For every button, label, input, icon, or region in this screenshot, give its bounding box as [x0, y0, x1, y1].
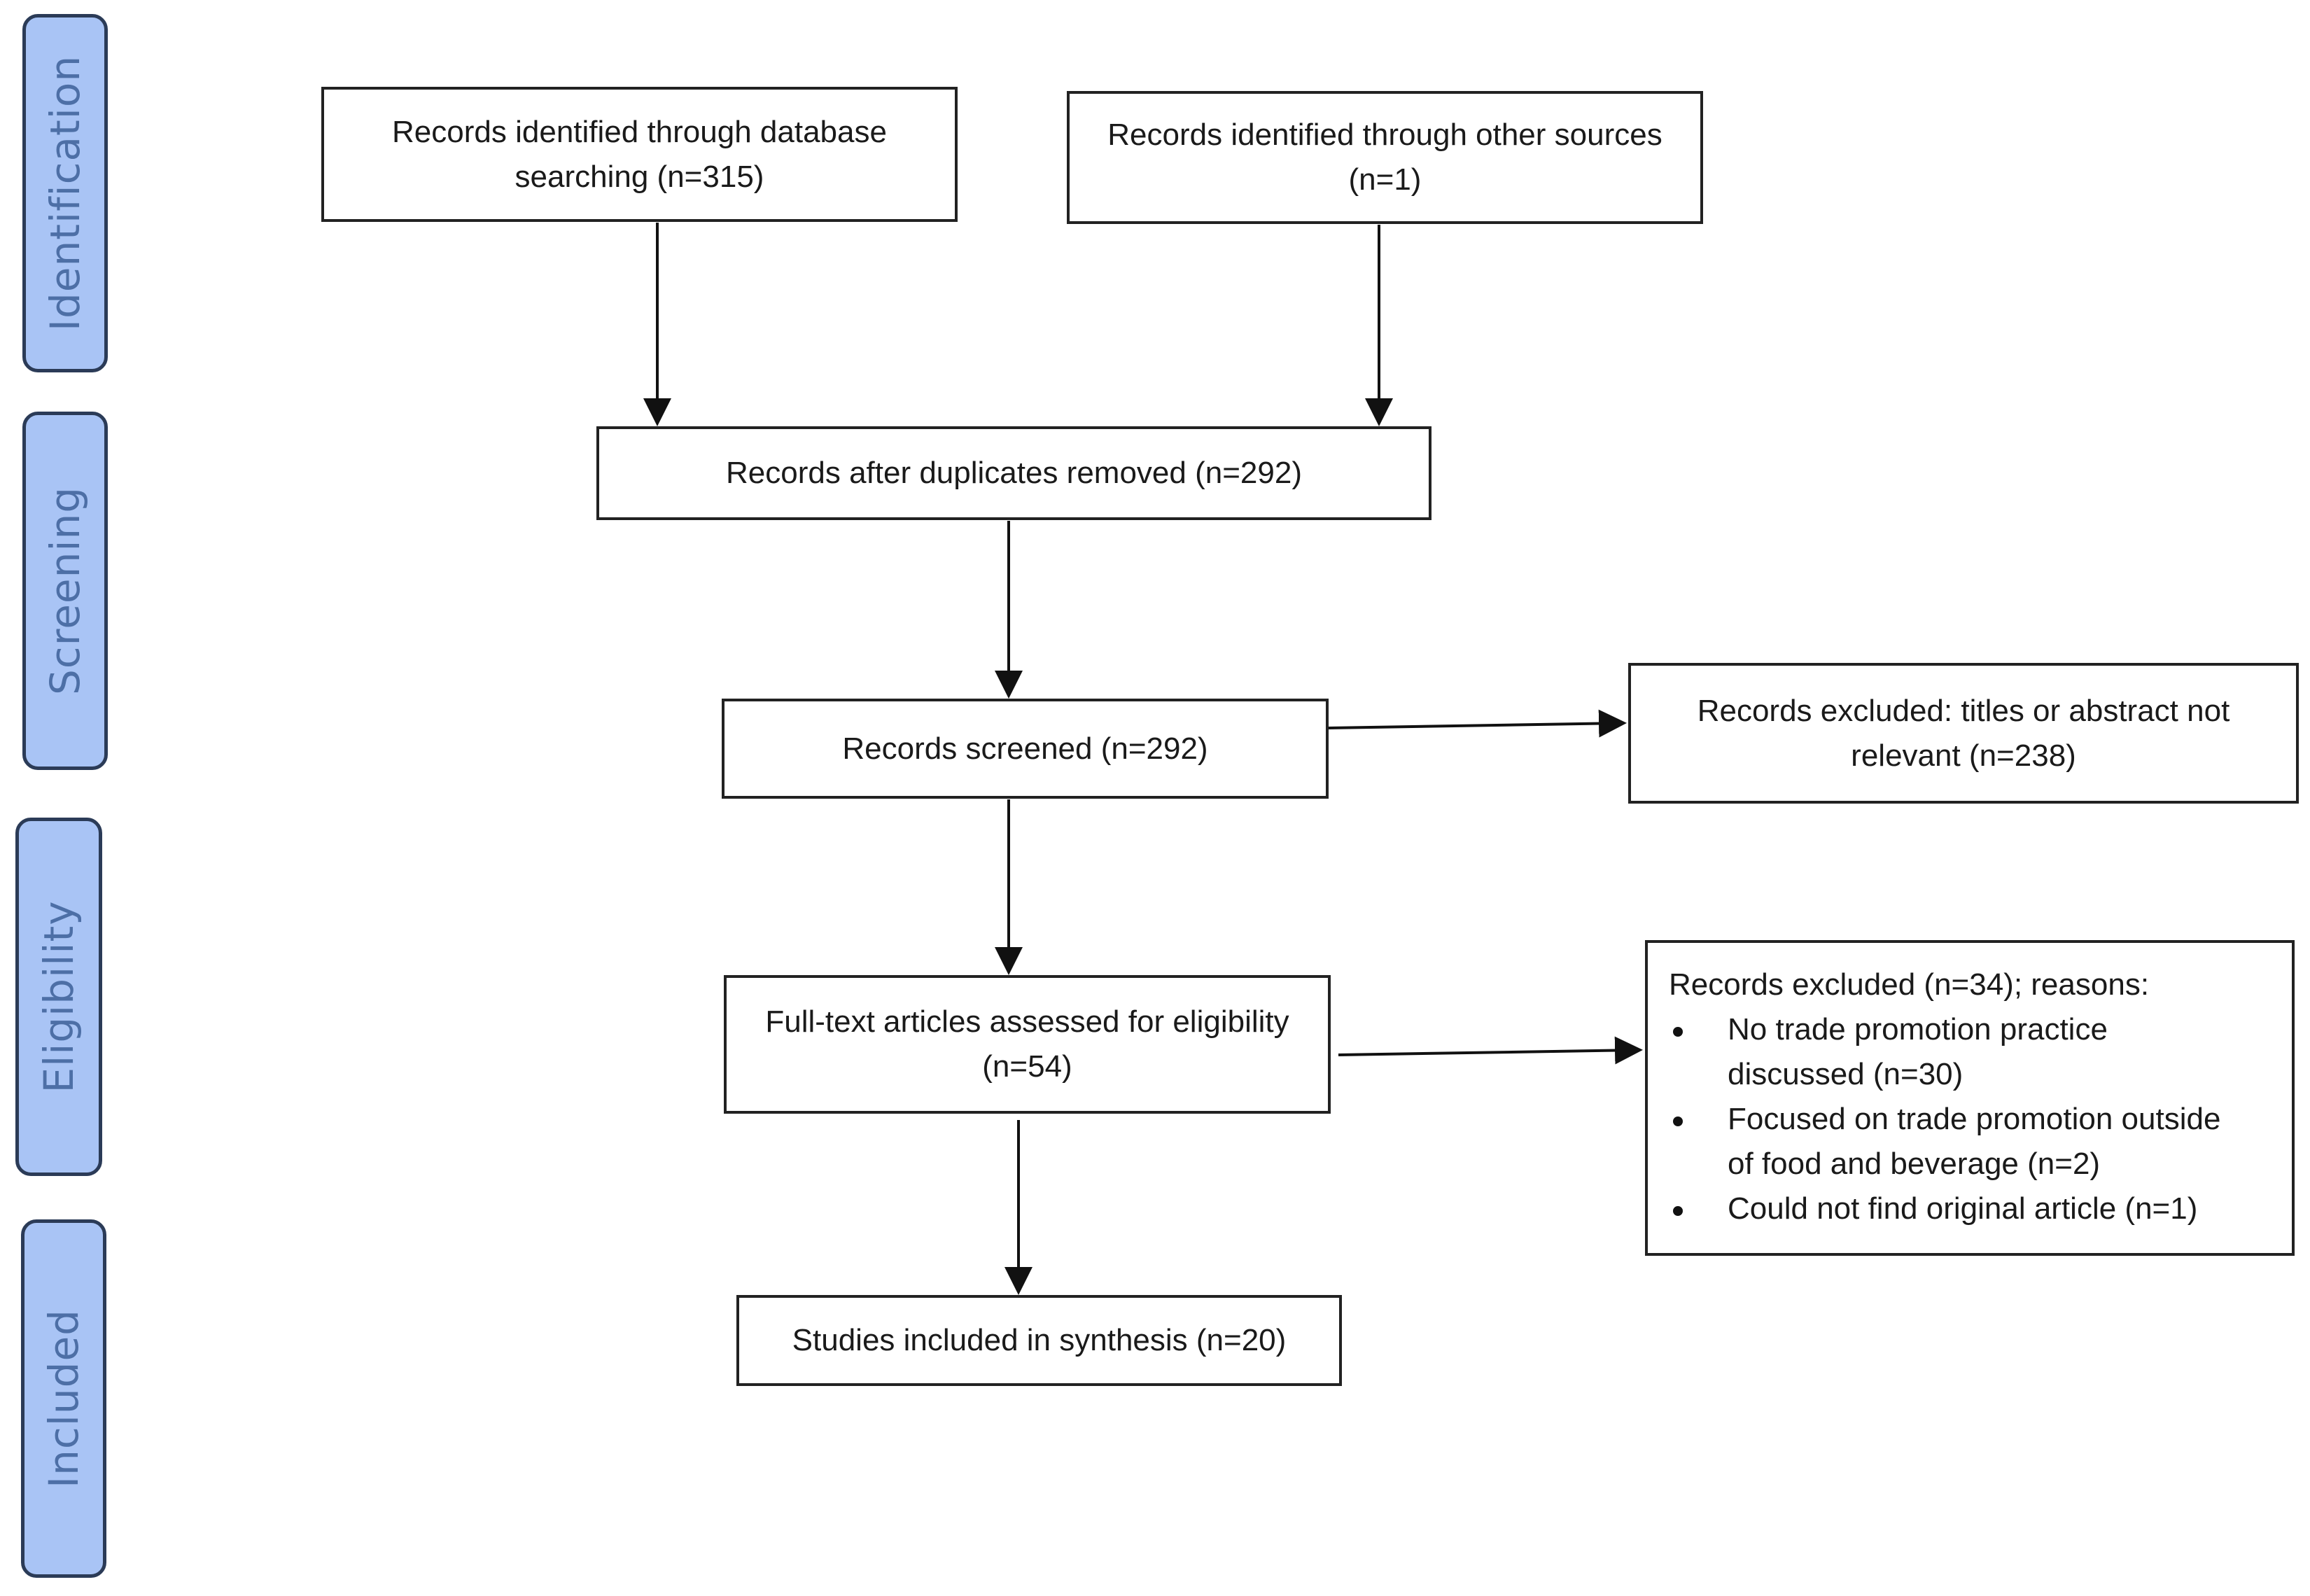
- studies-included-text: Studies included in synthesis (n=20): [792, 1323, 1287, 1357]
- full-text-assessed-line2: (n=54): [982, 1049, 1072, 1084]
- stage-identification: Identification: [22, 14, 108, 372]
- duplicates-removed-text: Records after duplicates removed (n=292): [726, 456, 1302, 490]
- full-text-assessed-line1: Full-text articles assessed for eligibil…: [765, 1004, 1289, 1039]
- arrow-full-text-to-excluded: [1338, 1036, 1643, 1065]
- exclusion-reason-line1: Could not find original article (n=1): [1728, 1191, 2198, 1226]
- stage-screening-label: Screening: [41, 486, 89, 696]
- database-search-line1: Records identified through database: [392, 114, 887, 149]
- stage-included-label: Included: [40, 1309, 88, 1488]
- other-sources-box: Records identified through other sources…: [1067, 91, 1703, 224]
- excluded-titles-line2: relevant (n=238): [1851, 738, 2076, 773]
- database-search-line2: searching (n=315): [514, 159, 764, 194]
- stage-eligibility-label: Eligibility: [35, 900, 83, 1093]
- excluded-full-text-box: Records excluded (n=34); reasons: No tra…: [1645, 940, 2295, 1256]
- excluded-titles-line1: Records excluded: titles or abstract not: [1697, 693, 2230, 728]
- exclusion-reason: No trade promotion practice discussed (n…: [1669, 1007, 2271, 1097]
- stage-screening: Screening: [22, 412, 108, 770]
- exclusion-reason-line1: No trade promotion practice: [1728, 1012, 2108, 1046]
- excluded-full-text-heading: Records excluded (n=34); reasons:: [1669, 967, 2150, 1002]
- database-search-box: Records identified through database sear…: [321, 87, 958, 222]
- stage-eligibility: Eligibility: [15, 818, 102, 1176]
- stage-identification-label: Identification: [41, 55, 89, 332]
- other-sources-line1: Records identified through other sources: [1107, 118, 1662, 152]
- records-screened-box: Records screened (n=292): [722, 699, 1329, 799]
- exclusion-reason-line2: discussed (n=30): [1728, 1057, 1963, 1091]
- duplicates-removed-box: Records after duplicates removed (n=292): [596, 426, 1432, 520]
- other-sources-line2: (n=1): [1348, 162, 1422, 197]
- exclusion-reason-line1: Focused on trade promotion outside: [1728, 1102, 2221, 1136]
- exclusion-reason-line2: of food and beverage (n=2): [1728, 1147, 2101, 1181]
- full-text-assessed-box: Full-text articles assessed for eligibil…: [724, 975, 1331, 1114]
- stage-included: Included: [21, 1219, 106, 1578]
- exclusion-reason: Could not find original article (n=1): [1669, 1186, 2271, 1231]
- arrow-screened-to-excluded: [1328, 709, 1627, 738]
- records-screened-text: Records screened (n=292): [842, 731, 1208, 766]
- studies-included-box: Studies included in synthesis (n=20): [736, 1295, 1342, 1386]
- exclusion-reason: Focused on trade promotion outside of fo…: [1669, 1097, 2271, 1186]
- excluded-titles-box: Records excluded: titles or abstract not…: [1628, 663, 2299, 804]
- exclusion-reasons-list: No trade promotion practice discussed (n…: [1669, 1007, 2271, 1231]
